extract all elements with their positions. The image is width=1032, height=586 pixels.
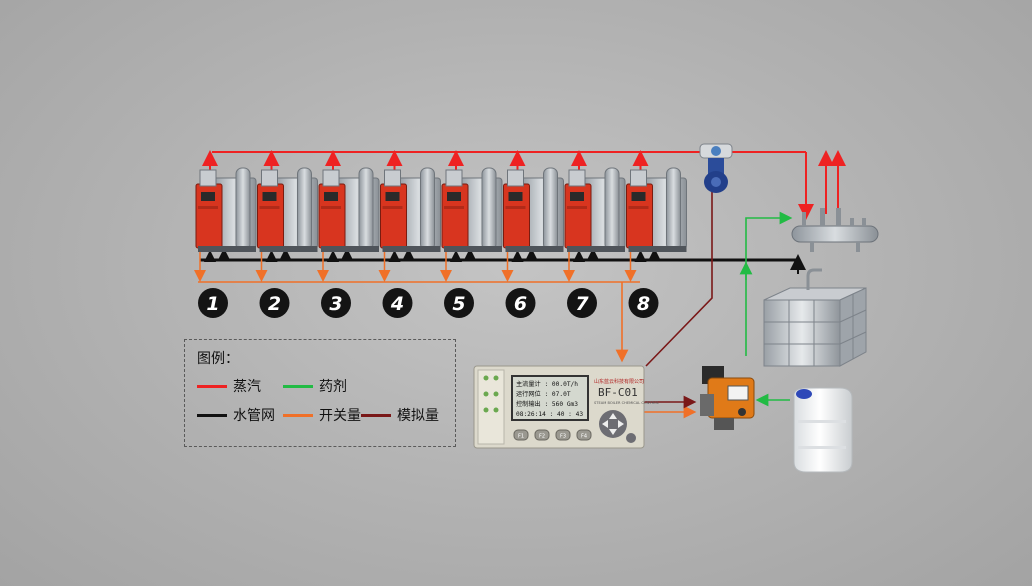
legend-swatch-chemical	[283, 384, 313, 388]
boiler-number-badge: 3	[321, 288, 351, 318]
status-led-icon	[493, 407, 499, 413]
legend-label-chemical: 药剂	[319, 379, 347, 395]
screen-line: 主流量计 : 00.0T/h	[516, 380, 578, 388]
controller-button-label: F1	[518, 434, 524, 440]
legend-swatch-water	[197, 413, 227, 417]
boiler-icon	[503, 167, 564, 252]
legend-item-switch: 开关量	[283, 406, 361, 424]
legend-label-analog: 模拟量	[397, 408, 439, 424]
boiler-number: 1	[206, 293, 219, 315]
boiler-number: 3	[329, 293, 342, 315]
chemical-barrel-icon	[793, 387, 853, 473]
boiler-number: 2	[268, 293, 281, 315]
dosing-pump-icon	[700, 366, 755, 430]
controller-button-label: F2	[539, 434, 545, 440]
boiler-number-badge: 8	[628, 288, 659, 318]
controller-button-label: F4	[581, 434, 587, 440]
arrow-down-icon[interactable]	[609, 429, 617, 435]
boiler-icon	[626, 167, 687, 252]
boiler-number: 5	[452, 293, 465, 315]
chemical-network	[739, 211, 793, 407]
boiler-icon	[318, 167, 380, 252]
boiler-icon	[195, 167, 257, 252]
status-led-icon	[493, 375, 499, 381]
boiler-number-badge: 6	[505, 288, 536, 318]
status-led-icon	[493, 391, 499, 397]
analog-signal-network	[644, 192, 713, 409]
status-led-icon	[483, 407, 489, 413]
legend-item-steam: 蒸汽	[197, 377, 261, 395]
controller-button-label: F3	[560, 434, 566, 440]
legend-item-water: 水管网	[197, 406, 275, 424]
legend-label-steam: 蒸汽	[233, 379, 261, 395]
controller-model: BF-C01	[598, 386, 638, 399]
controller-button-3[interactable]: F3	[555, 429, 571, 441]
boiler-number-badge: 7	[567, 288, 597, 318]
water-network	[200, 248, 806, 274]
switch-signal-network	[194, 252, 697, 419]
controller-button-1[interactable]: F1	[513, 429, 529, 441]
steam-distributor-icon	[791, 208, 879, 252]
water-tank-icon	[763, 268, 867, 367]
controller-subtitle: STEAM BOILER CHEMICAL CONTROL	[594, 401, 659, 405]
boiler-icon	[564, 167, 626, 252]
boiler-icon	[441, 167, 503, 252]
legend-label-switch: 开关量	[319, 408, 361, 424]
legend: 图例： 蒸汽 药剂 水管网 开关量 模拟量	[184, 339, 456, 447]
legend-item-chemical: 药剂	[283, 377, 347, 395]
arrow-right-icon[interactable]	[618, 420, 624, 428]
status-led-icon	[483, 375, 489, 381]
ok-button[interactable]	[626, 433, 636, 443]
arrow-up-icon[interactable]	[609, 413, 617, 419]
boiler-number: 7	[575, 293, 589, 315]
boiler-number: 8	[637, 293, 650, 315]
boiler-icon	[257, 167, 318, 252]
steam-network	[202, 150, 846, 220]
boiler-number-badge: 5	[444, 288, 474, 318]
boiler-group	[195, 167, 687, 252]
boiler-number: 6	[514, 293, 527, 315]
screen-line: 控制输出 : 560 Gm3	[516, 400, 578, 408]
controller-panel: 山东蓝云科技有限公司 BF-C01 STEAM BOILER CHEMICAL …	[473, 365, 659, 449]
status-led-icon	[483, 391, 489, 397]
legend-title: 图例：	[197, 351, 239, 367]
arrow-left-icon[interactable]	[602, 420, 608, 428]
legend-swatch-switch	[283, 413, 313, 417]
boiler-number-badge: 4	[382, 288, 413, 318]
boiler-number-badge: 2	[259, 288, 290, 318]
controller-button-4[interactable]: F4	[576, 429, 592, 441]
legend-label-water: 水管网	[233, 408, 275, 424]
controller-brand: 山东蓝云科技有限公司	[594, 378, 644, 385]
dpad[interactable]	[599, 410, 627, 438]
boiler-number: 4	[390, 293, 404, 315]
legend-item-analog: 模拟量	[361, 406, 439, 424]
controller-button-2[interactable]: F2	[534, 429, 550, 441]
flow-meter-icon	[699, 143, 733, 193]
boiler-icon	[380, 167, 441, 252]
legend-swatch-analog	[361, 413, 391, 417]
screen-line: 08:26:14 : 40 : 43	[516, 411, 583, 418]
legend-swatch-steam	[197, 384, 227, 388]
boiler-number-badge: 1	[198, 288, 228, 318]
boiler-number-group: 1 2 3 4 5 6 7 8	[198, 288, 659, 318]
screen-line: 运行网位 : 07.0T	[516, 390, 571, 398]
